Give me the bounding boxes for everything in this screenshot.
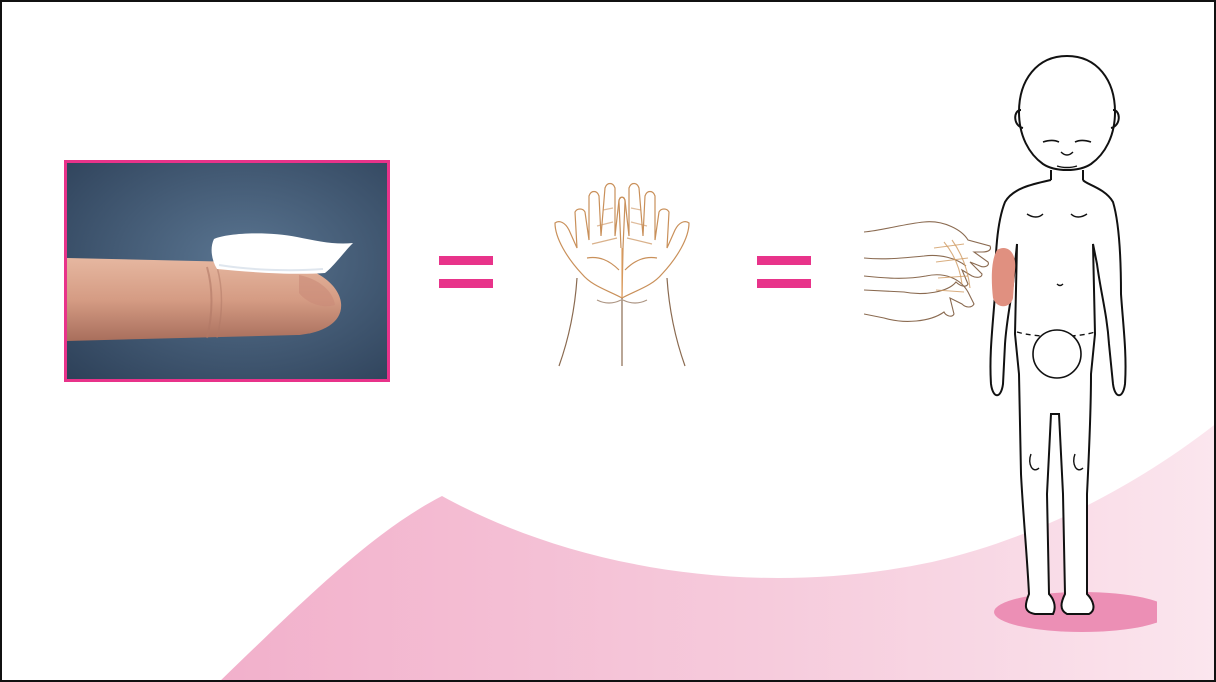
- fingertip-cream-photo: [64, 160, 390, 382]
- two-cupped-hands-icon: [547, 178, 697, 368]
- equals-sign-2: [757, 256, 811, 288]
- equals-bar-top: [757, 256, 811, 265]
- equals-bar-bottom: [757, 279, 811, 288]
- skin-patch-area: [992, 248, 1015, 306]
- equals-sign-1: [439, 256, 493, 288]
- child-body-area-icon: [967, 54, 1157, 639]
- diaper-area-circle: [1033, 330, 1081, 378]
- equals-bar-bottom: [439, 279, 493, 288]
- equals-bar-top: [439, 256, 493, 265]
